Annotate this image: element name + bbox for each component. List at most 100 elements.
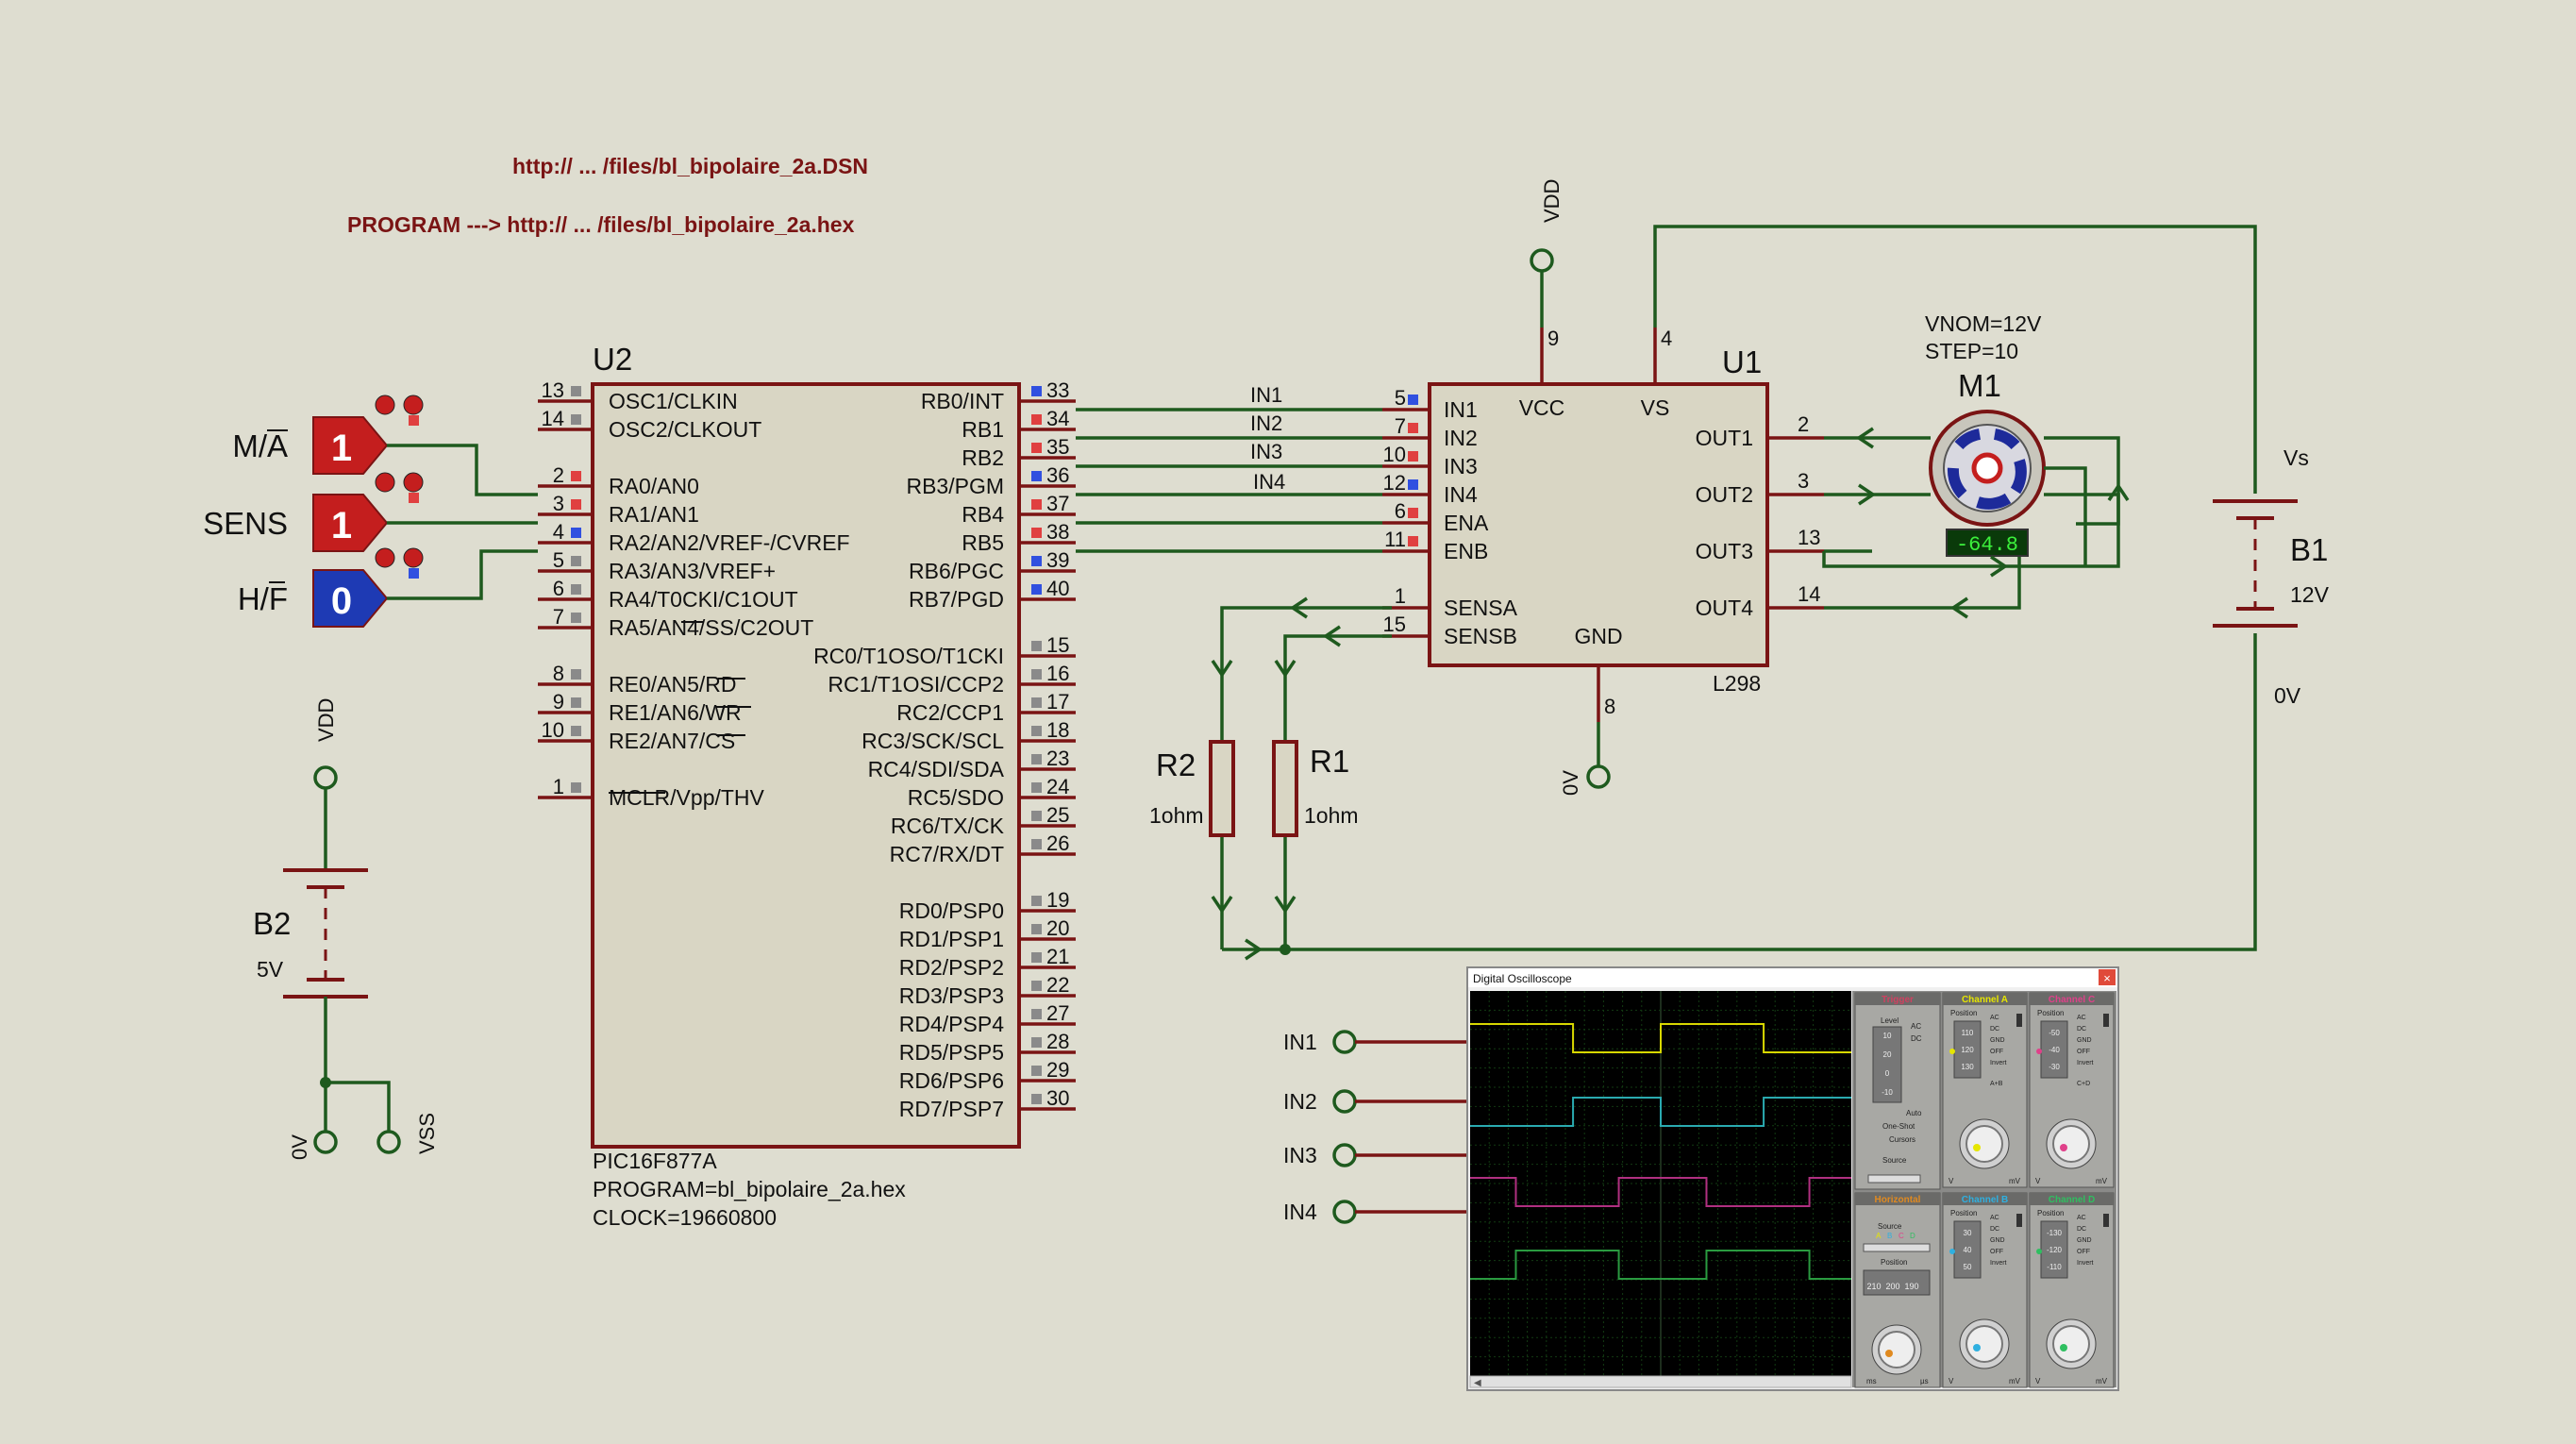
probe-terminal[interactable] <box>1332 1089 1357 1114</box>
b2-vdd-terminal[interactable] <box>313 765 338 790</box>
channel-coupling-dc[interactable]: DC <box>2077 1226 2086 1233</box>
toggle-icon[interactable] <box>403 472 424 493</box>
b2-gnd-terminal[interactable] <box>313 1130 338 1154</box>
channel-coupling-switch[interactable] <box>2016 1214 2022 1227</box>
horizontal-source-slider[interactable] <box>1863 1243 1931 1252</box>
channel-coupling-switch[interactable] <box>2103 1014 2109 1027</box>
channel-coupling-dc[interactable]: DC <box>1990 1026 1999 1033</box>
trigger-level-slider[interactable] <box>1872 1026 1902 1103</box>
probe-in4[interactable]: IN4 <box>1283 1200 1467 1224</box>
channel-coupling-ac[interactable]: AC <box>1990 1015 1999 1021</box>
channel-coupling-dc[interactable]: DC <box>2077 1026 2086 1033</box>
dsn-link[interactable]: http:// ... /files/bl_bipolaire_2a.DSN <box>512 154 868 178</box>
toggle-icon[interactable] <box>403 395 424 415</box>
scope-scrollbar[interactable] <box>1469 1375 1852 1388</box>
scope-channel-c-panel[interactable]: Channel CPosition-50-40-30ACDCGNDOFFInve… <box>2029 992 2115 1188</box>
toggle-icon[interactable] <box>375 395 395 415</box>
channel-coupling-invert[interactable]: Invert <box>1990 1060 2007 1066</box>
probe-terminal[interactable] <box>1332 1030 1357 1054</box>
resistor-r1[interactable]: R1 1ohm <box>1272 740 1359 837</box>
horizontal-source-label[interactable]: D <box>1910 1232 1915 1240</box>
horizontal-source-label[interactable]: C <box>1899 1232 1904 1240</box>
scope-panels[interactable]: TriggerLevel10200-10ACDCAutoOne-ShotCurs… <box>1854 992 2115 1388</box>
channel-coupling-ac[interactable]: AC <box>2077 1015 2086 1021</box>
trigger-ac[interactable]: AC <box>1911 1022 1921 1031</box>
toggle-icon[interactable] <box>403 547 424 568</box>
channel-coupling-invert[interactable]: Invert <box>2077 1260 2094 1267</box>
horizontal-position-slider[interactable] <box>1863 1269 1931 1296</box>
knob-icon[interactable] <box>1878 1331 1915 1368</box>
channel-coupling-ac[interactable]: AC <box>2077 1215 2086 1221</box>
knob-icon[interactable] <box>2052 1125 2090 1163</box>
battery-b2[interactable]: VDD B2 5V 0V VSS <box>253 698 439 1160</box>
channel-coupling-dc[interactable]: DC <box>1990 1226 1999 1233</box>
resistor-r2[interactable]: R2 1ohm <box>1149 740 1235 837</box>
battery-b1[interactable]: Vs B1 12V 0V <box>1222 445 2330 951</box>
stepper-motor-m1[interactable]: VNOM=12V STEP=10 M1 -64.8 <box>1925 311 2046 557</box>
channel-coupling-invert[interactable]: Invert <box>2077 1060 2094 1066</box>
pic16f877a-chip[interactable]: U2 PIC16F877A PROGRAM=bl_bipolaire_2a.he… <box>538 342 1076 1230</box>
channel-coupling-gnd[interactable]: GND <box>1990 1237 2005 1244</box>
scroll-left-icon[interactable]: ◀ <box>1474 1378 1481 1388</box>
trigger-source-slider[interactable] <box>1867 1174 1921 1184</box>
knob-icon[interactable] <box>1965 1125 2003 1163</box>
channel-coupling-switch[interactable] <box>2103 1214 2109 1227</box>
channel-coupling-gnd[interactable]: GND <box>1990 1037 2005 1044</box>
knob-icon[interactable] <box>2052 1325 2090 1363</box>
hex-link[interactable]: PROGRAM ---> http:// ... /files/bl_bipol… <box>347 212 855 237</box>
scope-titlebar[interactable] <box>1468 968 2117 987</box>
probe-in3[interactable]: IN3 <box>1283 1143 1467 1167</box>
b2-vss-terminal[interactable] <box>376 1130 401 1154</box>
channel-coupling-switch[interactable] <box>2016 1014 2022 1027</box>
toggle-icon[interactable] <box>375 547 395 568</box>
channel-coupling-off[interactable]: OFF <box>1990 1249 2003 1255</box>
u1-gnd-terminal[interactable] <box>1586 764 1611 789</box>
channel-coupling-off[interactable]: OFF <box>2077 1249 2090 1255</box>
probe-in1[interactable]: IN1 <box>1283 1030 1467 1054</box>
channel-coupling-ac[interactable]: AC <box>1990 1215 1999 1221</box>
channel-a-plus-b[interactable]: A+B <box>1990 1081 2003 1087</box>
scope-channel-b-panel[interactable]: Channel BPosition304050ACDCGNDOFFInvertV… <box>1942 1192 2028 1388</box>
scope-trigger-panel[interactable]: TriggerLevel10200-10ACDCAutoOne-ShotCurs… <box>1854 992 1941 1190</box>
